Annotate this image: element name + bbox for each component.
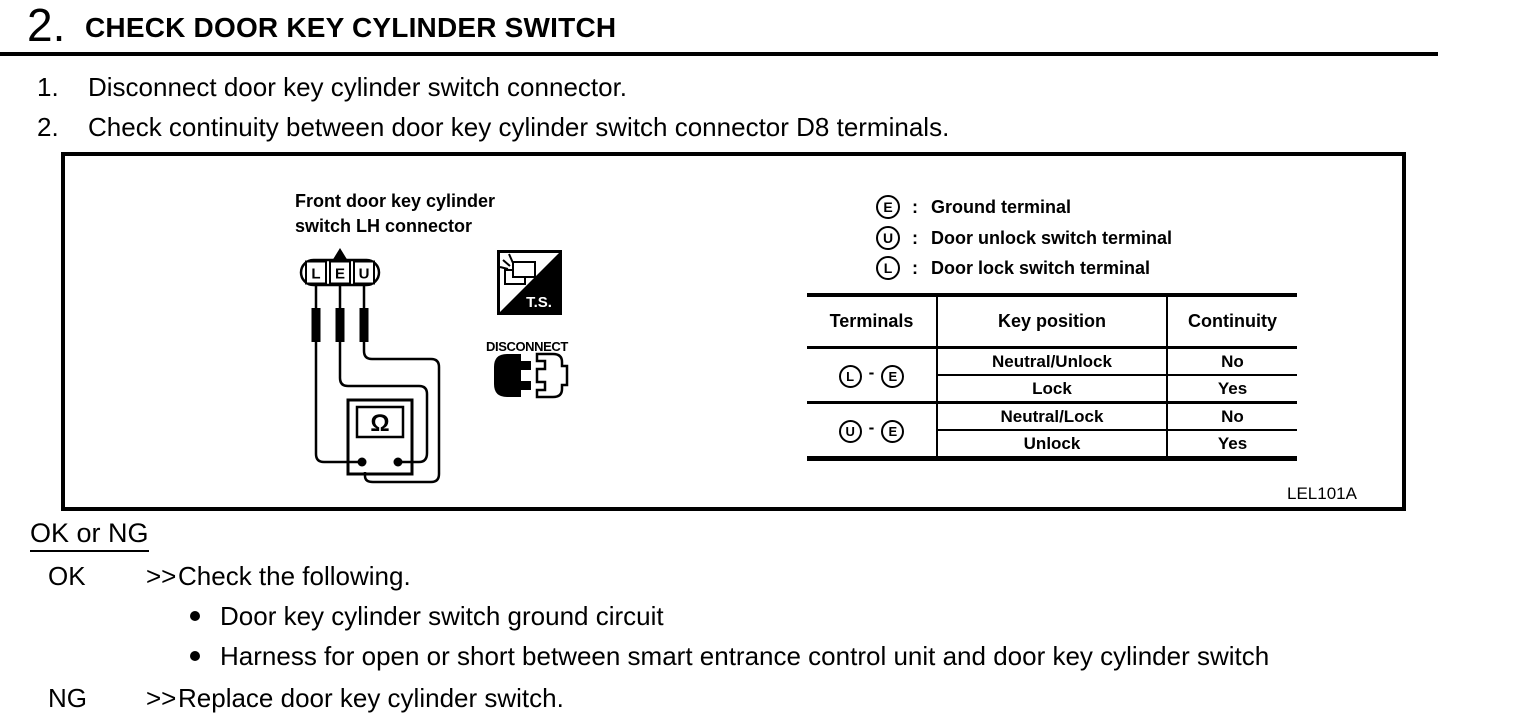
- col-header-terminals: Terminals: [807, 293, 938, 349]
- wire-L: [314, 284, 362, 464]
- disconnect-connector-icon: [494, 352, 569, 399]
- bullet-icon: [190, 651, 200, 661]
- terminal-pair-LE: L-E: [807, 347, 938, 404]
- wire-U: [362, 284, 441, 484]
- wire-E: [338, 284, 429, 464]
- title-divider: [0, 52, 1438, 56]
- continuity-table: Terminals Key position Continuity L-E Ne…: [807, 293, 1297, 461]
- legend-desc: Door lock switch terminal: [931, 257, 1151, 278]
- connector-half-male: [494, 354, 531, 397]
- terminal-symbol-U: U: [876, 226, 900, 250]
- key-position-cell: Neutral/Lock: [936, 402, 1168, 431]
- step-text: Check continuity between door key cylind…: [88, 112, 950, 142]
- table-header-row: Terminals Key position Continuity: [807, 293, 1297, 349]
- ts-label: T.S.: [526, 294, 552, 311]
- bullet-icon: [190, 611, 200, 621]
- figure-caption-line2: switch LH connector: [295, 216, 473, 236]
- probe-sleeve-L: [311, 308, 321, 342]
- col-header-key-position: Key position: [936, 293, 1168, 349]
- table-row: Unlock Yes: [807, 430, 1297, 461]
- key-position-cell: Lock: [936, 375, 1168, 404]
- table-row: L-E Neutral/Unlock No: [807, 347, 1297, 404]
- step-number: 2.: [37, 112, 59, 142]
- result-text: Check the following.: [178, 561, 411, 591]
- figure-caption-line1: Front door key cylinder: [295, 191, 496, 211]
- ohm-symbol: Ω: [370, 410, 389, 437]
- legend-desc: Door unlock switch terminal: [931, 227, 1173, 248]
- result-arrow: >>: [146, 683, 177, 713]
- col-header-continuity: Continuity: [1166, 293, 1297, 349]
- figure-code: LEL101A: [1287, 484, 1357, 503]
- key-position-cell: Neutral/Unlock: [936, 347, 1168, 376]
- connector-half-female: [535, 352, 569, 399]
- terminal-label-U: U: [359, 266, 370, 283]
- continuity-cell: No: [1166, 347, 1297, 376]
- step-number: 1.: [37, 72, 59, 102]
- connector-key-tab: [332, 248, 348, 261]
- terminal-label-E: E: [335, 266, 345, 283]
- ohmmeter-display: [355, 405, 405, 439]
- section-number: 2.: [27, 0, 66, 51]
- table-row: Lock Yes: [807, 375, 1297, 404]
- result-label: OK: [48, 561, 86, 591]
- table-row: U-E Neutral/Lock No: [807, 402, 1297, 461]
- result-text: Replace door key cylinder switch.: [178, 683, 564, 713]
- connector-terminal-L: [305, 260, 327, 285]
- legend-row-U: U : Door unlock switch terminal: [876, 226, 1172, 250]
- legend-row-L: L : Door lock switch terminal: [876, 256, 1150, 280]
- continuity-test-diagram: Ω L E U: [299, 248, 441, 484]
- step-text: Disconnect door key cylinder switch conn…: [88, 72, 628, 102]
- terminal-label-L: L: [311, 266, 320, 283]
- page-title: CHECK DOOR KEY CYLINDER SWITCH: [85, 12, 617, 43]
- continuity-cell: Yes: [1166, 375, 1297, 404]
- continuity-cell: No: [1166, 402, 1297, 431]
- legend-row-E: E : Ground terminal: [876, 195, 1071, 219]
- figure-caption: Front door key cylinder switch LH connec…: [295, 189, 495, 239]
- connector-terminal-E: [329, 260, 351, 285]
- legend-desc: Ground terminal: [931, 196, 1072, 217]
- ok-or-ng-heading: OK or NG: [30, 520, 149, 552]
- key-position-cell: Unlock: [936, 430, 1168, 461]
- result-arrow: >>: [146, 561, 177, 591]
- terminal-pair-UE: U-E: [807, 402, 938, 461]
- meter-terminal-right: [393, 457, 403, 467]
- terminal-symbol-E: E: [876, 195, 900, 219]
- result-label: NG: [48, 683, 87, 713]
- connector-terminal-U: [353, 260, 375, 285]
- terminal-symbol-L: L: [876, 256, 900, 280]
- disconnect-label: DISCONNECT: [486, 339, 568, 354]
- ts-tester-icon: T.S.: [497, 250, 562, 315]
- probe-sleeve-E: [335, 308, 345, 342]
- meter-terminal-left: [357, 457, 367, 467]
- probe-sleeve-U: [359, 308, 369, 342]
- figure-box: Front door key cylinder switch LH connec…: [61, 152, 1406, 511]
- continuity-cell: Yes: [1166, 430, 1297, 461]
